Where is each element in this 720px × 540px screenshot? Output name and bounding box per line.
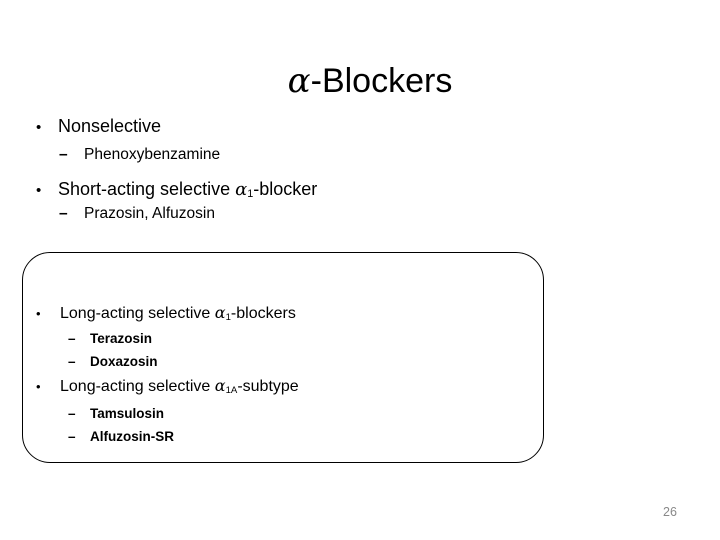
bullet-text-pre: Long-acting selective <box>60 378 215 395</box>
bullet-icon: • <box>36 379 41 394</box>
bullet-text-pre: Short-acting selective <box>58 179 236 199</box>
dash-icon: – <box>59 205 68 222</box>
subbullet-text: Terazosin <box>90 331 153 346</box>
rounded-outline-box <box>22 252 544 463</box>
bullet-text-post: -blocker <box>253 179 318 199</box>
bullet-text: Nonselective <box>58 116 162 136</box>
subbullet-text: Prazosin, Alfuzosin <box>84 205 215 222</box>
subbullet-item-tamsulosin: – Tamsulosin <box>68 406 164 422</box>
dash-icon: – <box>68 331 76 346</box>
bullet-text: Long-acting selective α1A-subtype <box>60 377 299 396</box>
bullet-icon: • <box>36 182 42 199</box>
subscript-text: 1A <box>225 385 238 397</box>
bullet-item-short-acting: • Short-acting selective α1-blocker <box>36 179 317 201</box>
dash-icon: – <box>68 429 76 444</box>
subscript-text: 1 <box>225 312 231 324</box>
subbullet-text: Phenoxybenzamine <box>84 146 221 163</box>
alpha-symbol: α <box>214 376 226 395</box>
slide-title-text: -Blockers <box>310 62 453 100</box>
bullet-icon: • <box>36 119 42 136</box>
bullet-icon: • <box>36 306 41 321</box>
bullet-text-pre: Long-acting selective <box>60 305 215 322</box>
bullet-text: Short-acting selective α1-blocker <box>58 179 317 201</box>
subbullet-text: Tamsulosin <box>90 406 165 421</box>
subscript-text: 1 <box>247 188 254 201</box>
bullet-text-post: -blockers <box>230 305 296 322</box>
alpha-symbol: α <box>214 303 226 322</box>
bullet-text: Long-acting selective α1-blockers <box>60 304 296 323</box>
alpha-symbol: α <box>235 179 248 200</box>
bullet-text-post: -subtype <box>237 378 299 395</box>
bullet-item-long-acting-a1: • Long-acting selective α1-blockers <box>36 304 296 323</box>
slide-title: α-Blockers <box>20 61 720 102</box>
bullet-item-nonselective: • Nonselective <box>36 116 161 138</box>
subbullet-item-terazosin: – Terazosin <box>68 331 152 347</box>
bullet-item-long-acting-a1a: • Long-acting selective α1A-subtype <box>36 377 299 396</box>
page-number: 26 <box>663 505 677 519</box>
subbullet-text: Doxazosin <box>90 354 158 369</box>
dash-icon: – <box>68 406 76 421</box>
subbullet-item-alfuzosin-sr: – Alfuzosin-SR <box>68 429 174 445</box>
subbullet-item-prazosin: – Prazosin, Alfuzosin <box>59 205 215 224</box>
dash-icon: – <box>68 354 76 369</box>
dash-icon: – <box>59 146 68 163</box>
subbullet-item-phenoxybenzamine: – Phenoxybenzamine <box>59 146 220 165</box>
subbullet-text: Alfuzosin-SR <box>90 429 174 444</box>
subbullet-item-doxazosin: – Doxazosin <box>68 354 158 370</box>
alpha-symbol: α <box>287 61 311 101</box>
